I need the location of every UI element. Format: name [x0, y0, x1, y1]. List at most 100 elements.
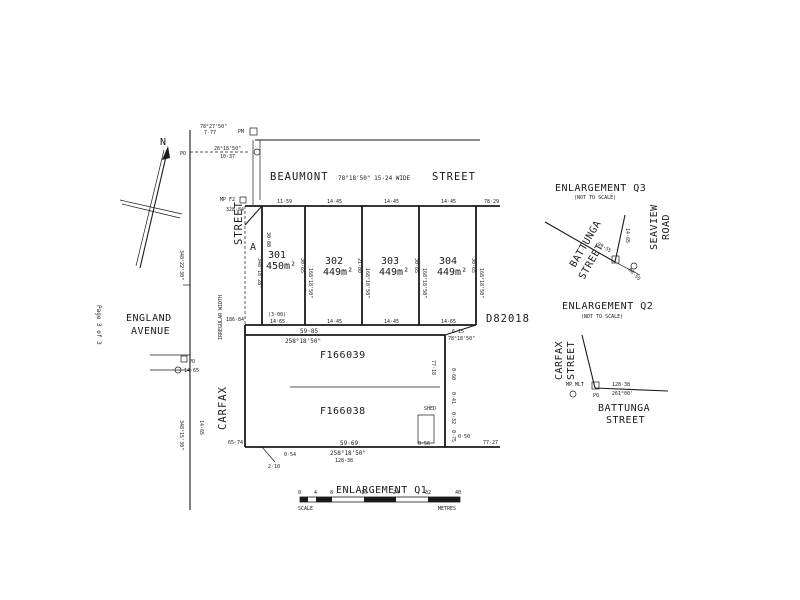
top-circle-marker-icon [253, 148, 261, 156]
side-dim-1: 30·80 [265, 232, 271, 247]
cross-3: 0·32 [450, 412, 456, 424]
bottom-bearing: 258°18'50" [330, 450, 366, 457]
q2-po-marker-icon [591, 381, 600, 390]
q1-title: ENLARGEMENT Q1 [336, 485, 427, 496]
bottom-chain: 128·38 [335, 458, 353, 464]
cross-6: 0·56 [418, 441, 430, 447]
bottom-total: 59·69 [340, 440, 358, 447]
bottom-left: 65·74 [228, 440, 243, 446]
cross-5: 0·50 [458, 434, 470, 440]
q3-seaview-label: SEAVIEW [649, 204, 660, 250]
england-bearing-2: 348°15'30" [178, 420, 184, 450]
scale-tick-0: 0 [298, 490, 301, 496]
under-total: 59·85 [300, 328, 318, 335]
q2-circle-marker-icon [569, 390, 577, 398]
lower-left-dim: 2·10 [268, 464, 280, 470]
lot-302-number: 302 [325, 256, 343, 267]
q3-seaview-line [614, 214, 626, 263]
bot-dim-1: 14·65 [270, 319, 285, 325]
top-dim-4: 14·45 [441, 199, 456, 205]
ne-po: PO [180, 151, 186, 157]
england-label: ENGLAND [126, 313, 172, 324]
f166039-label: F166039 [320, 350, 366, 361]
side-dim-2: 30·65 [299, 258, 305, 273]
shed-outline [417, 414, 435, 444]
q3-subtitle: (NOT TO SCALE) [574, 195, 616, 201]
po-label: PO [189, 359, 195, 365]
q3-po-marker-icon [611, 255, 620, 264]
side-dim-3: 21·80 [356, 258, 362, 273]
q3-seaview-south [614, 261, 641, 276]
q3-circle-marker-icon [630, 262, 638, 270]
mp-f2-marker-icon [239, 196, 247, 204]
q3-title: ENLARGEMENT Q3 [555, 183, 646, 194]
bot-dim-2: 14·45 [327, 319, 342, 325]
page-note: Page 3 of 3 [95, 305, 102, 345]
scale-tick-4: 4 [314, 490, 317, 496]
point-a-label: A [250, 242, 257, 253]
q2-carfax-label: CARFAX [554, 341, 565, 380]
mp-f2-label: MP F2 [220, 197, 235, 203]
lower-left-tie [261, 446, 276, 463]
q2-subtitle: (NOT TO SCALE) [581, 314, 623, 320]
q2-title: ENLARGEMENT Q2 [562, 301, 653, 312]
cross-7: 77·18 [430, 360, 436, 375]
cross-4: 0·75 [450, 430, 456, 442]
q2-battunga-line [594, 387, 669, 392]
q2-carfax-line [581, 334, 596, 389]
side-dim-4: 30·65 [413, 258, 419, 273]
q3-dim-2: 14·65 [624, 228, 630, 243]
top-dim-2: 14·45 [327, 199, 342, 205]
cross-2: 0·41 [450, 392, 456, 404]
f166038-label: F166038 [320, 406, 366, 417]
lot-304-area: 449m² [437, 267, 467, 278]
scale-tick-40: 40 [455, 490, 461, 496]
shed-label: SHED [424, 406, 436, 412]
bot-dim-3: 14·45 [384, 319, 399, 325]
side-bearing-2: 168°18'50" [307, 268, 313, 298]
beaumont-street-label: STREET [432, 171, 476, 183]
lower-left-dim-2: 0·54 [284, 452, 296, 458]
lot-301-area: 450m² [266, 261, 296, 272]
d82018-label: D82018 [486, 313, 530, 325]
side-bearing-1: 348°18'28" [256, 258, 262, 288]
mid-left-dim: (3·00) [268, 312, 286, 318]
left-dim-b: 186·84 [226, 317, 244, 323]
pm-top-marker-icon [249, 127, 258, 136]
carfax-street-label: STREET [233, 201, 245, 245]
bot-dim-4: 14·65 [441, 319, 456, 325]
beaumont-width: 78°18'50" 15·24 WIDE [338, 175, 411, 182]
corner-chamfer [244, 205, 263, 226]
beaumont-label: BEAUMONT [270, 171, 329, 183]
right-bearing: 78°18'50" [448, 336, 475, 342]
q3-dim-3: 86·55 [627, 267, 642, 282]
side-dim-5: 30·65 [470, 258, 476, 273]
lot-304-number: 304 [439, 256, 457, 267]
ne-dist-2: 10·37 [220, 154, 235, 160]
avenue-label: AVENUE [131, 326, 170, 337]
q3-road-label: ROAD [661, 214, 672, 240]
lot-303-area: 449m² [379, 267, 409, 278]
q2-dim-1: 128·38 [612, 382, 630, 388]
q2-po-label: PO [593, 393, 599, 399]
top-dim-3: 14·45 [384, 199, 399, 205]
scale-tick-24: 24 [393, 490, 399, 496]
q2-street2-label: STREET [606, 415, 645, 426]
scale-left-label: SCALE [298, 506, 313, 512]
pm-top-label: PM [238, 129, 244, 135]
q2-street-label: STREET [566, 341, 577, 380]
q2-dim-2: 261°00' [612, 391, 633, 397]
ne-bearing-2: 26°18'50" [214, 146, 241, 152]
scale-tick-8: 8 [330, 490, 333, 496]
side-bearing-3: 168°18'50" [364, 268, 370, 298]
left-dim-a: 328·84 [226, 207, 244, 213]
scale-tick-32: 32 [425, 490, 431, 496]
lot-302-area: 449m² [323, 267, 353, 278]
d82018-link [444, 324, 477, 336]
top-dim-5: 78·29 [484, 199, 499, 205]
circle-marker-icon [174, 366, 182, 374]
carfax-name-label: CARFAX [217, 386, 229, 430]
side-bearing-4: 168°18'50" [421, 268, 427, 298]
scale-tick-16: 16 [361, 490, 367, 496]
q3-battunga-line [544, 221, 616, 263]
